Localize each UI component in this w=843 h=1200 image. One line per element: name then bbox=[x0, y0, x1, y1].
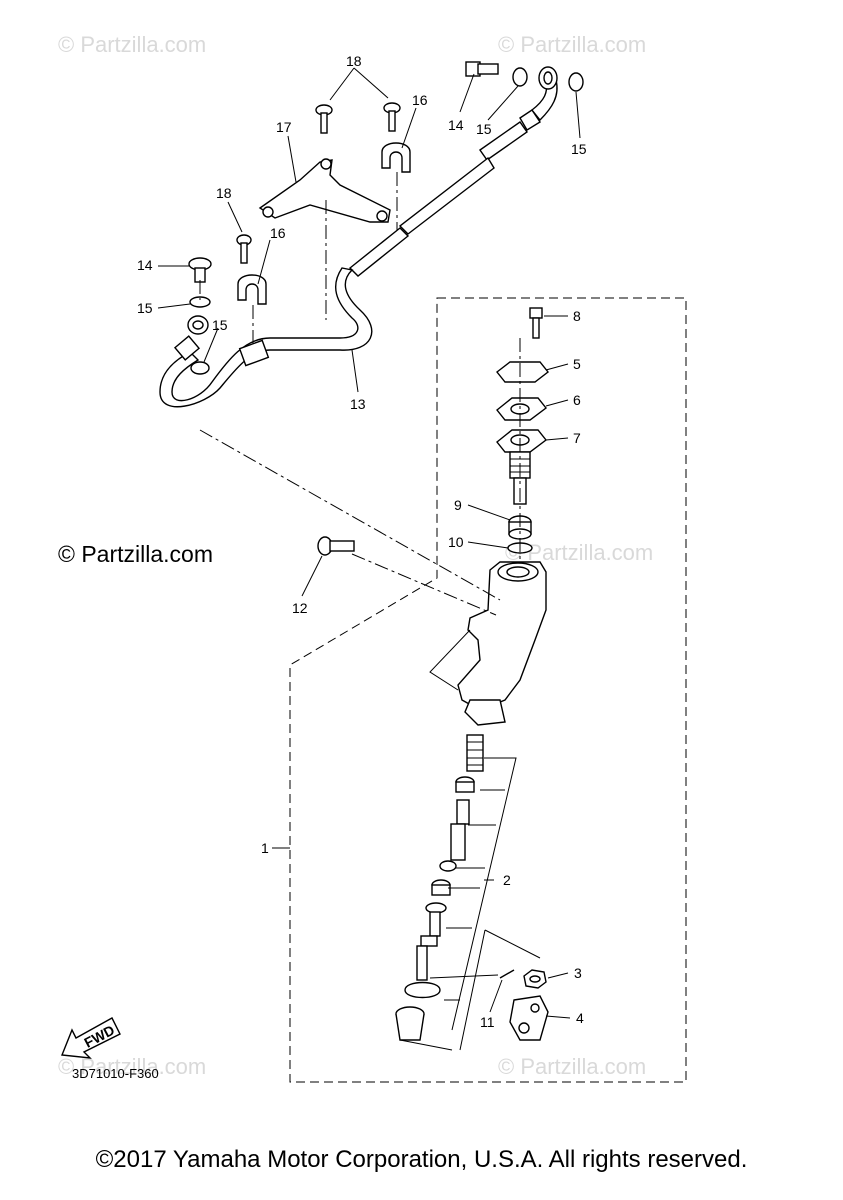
callout-14-left: 14 bbox=[137, 257, 153, 273]
primary-cup bbox=[455, 776, 475, 793]
callout-15-top: 15 bbox=[476, 121, 492, 137]
spring bbox=[466, 734, 484, 772]
callout-8: 8 bbox=[573, 308, 581, 324]
watermark-bottom-right: © Partzilla.com bbox=[498, 1054, 646, 1079]
copper-washer-1 bbox=[512, 67, 528, 87]
callout-10: 10 bbox=[448, 534, 464, 550]
clevis bbox=[509, 995, 549, 1041]
mounting-bolt bbox=[317, 536, 355, 556]
hose-clamp-lower bbox=[237, 274, 267, 305]
callout-16-left: 16 bbox=[270, 225, 286, 241]
alignment-line-bolt bbox=[351, 553, 497, 616]
callout-14-top: 14 bbox=[448, 117, 464, 133]
watermark-middle-right: © Partzilla.com bbox=[505, 540, 653, 565]
callout-15-left: 15 bbox=[137, 300, 153, 316]
callout-leaders bbox=[157, 67, 581, 1019]
watermark-top-left: © Partzilla.com bbox=[58, 32, 206, 57]
kit-bracket-11 bbox=[459, 929, 541, 1051]
callout-9: 9 bbox=[454, 497, 462, 513]
diagram-code: 3D71010-F360 bbox=[72, 1066, 159, 1081]
screw-18-a bbox=[315, 104, 333, 134]
callout-18-left: 18 bbox=[216, 185, 232, 201]
piston bbox=[439, 799, 470, 872]
copper-washer-2 bbox=[568, 72, 584, 92]
watermark-top-right: © Partzilla.com bbox=[498, 32, 646, 57]
callout-11: 11 bbox=[480, 1014, 495, 1030]
union-bolt-top bbox=[465, 61, 499, 77]
copper-washer-3 bbox=[189, 296, 211, 308]
callout-1: 1 bbox=[261, 840, 269, 856]
copyright-notice: ©2017 Yamaha Motor Corporation, U.S.A. A… bbox=[95, 1146, 748, 1173]
screw-18-c bbox=[236, 234, 252, 264]
brake-hose bbox=[159, 66, 558, 408]
screw-18-b bbox=[383, 102, 401, 132]
snap-ring bbox=[404, 981, 441, 999]
callout-13: 13 bbox=[350, 396, 366, 412]
callout-2: 2 bbox=[503, 872, 511, 888]
callout-12: 12 bbox=[292, 600, 308, 616]
callout-4: 4 bbox=[576, 1010, 584, 1026]
hose-clamp-upper bbox=[381, 142, 411, 173]
callout-5: 5 bbox=[573, 356, 581, 372]
callout-6: 6 bbox=[573, 392, 581, 408]
watermark-bottom-left: © Partzilla.com bbox=[58, 1054, 206, 1079]
secondary-cup bbox=[431, 879, 451, 896]
copper-washer-4 bbox=[190, 361, 210, 375]
callout-16-top: 16 bbox=[412, 92, 428, 108]
cotter-pin bbox=[499, 969, 515, 979]
nut bbox=[523, 969, 547, 989]
push-rod bbox=[416, 902, 447, 981]
union-bolt-left bbox=[188, 257, 212, 283]
fwd-arrow-icon: FWD bbox=[61, 1017, 121, 1059]
kit-bracket-2 bbox=[444, 757, 517, 1031]
dust-boot bbox=[395, 1006, 425, 1041]
callout-15-mid: 15 bbox=[212, 317, 228, 333]
cap bbox=[496, 361, 549, 383]
hose-bracket bbox=[258, 158, 391, 223]
assembly-boundary bbox=[289, 297, 687, 1083]
callout-18-top: 18 bbox=[346, 53, 362, 69]
alignment-line-hose bbox=[199, 429, 501, 601]
callout-15-right: 15 bbox=[571, 141, 587, 157]
callout-17: 17 bbox=[276, 119, 292, 135]
callout-3: 3 bbox=[574, 965, 582, 981]
callout-7: 7 bbox=[573, 430, 581, 446]
main-watermark: © Partzilla.com bbox=[58, 541, 213, 567]
reservoir-bolt bbox=[529, 307, 543, 339]
master-cylinder-body bbox=[457, 561, 547, 726]
